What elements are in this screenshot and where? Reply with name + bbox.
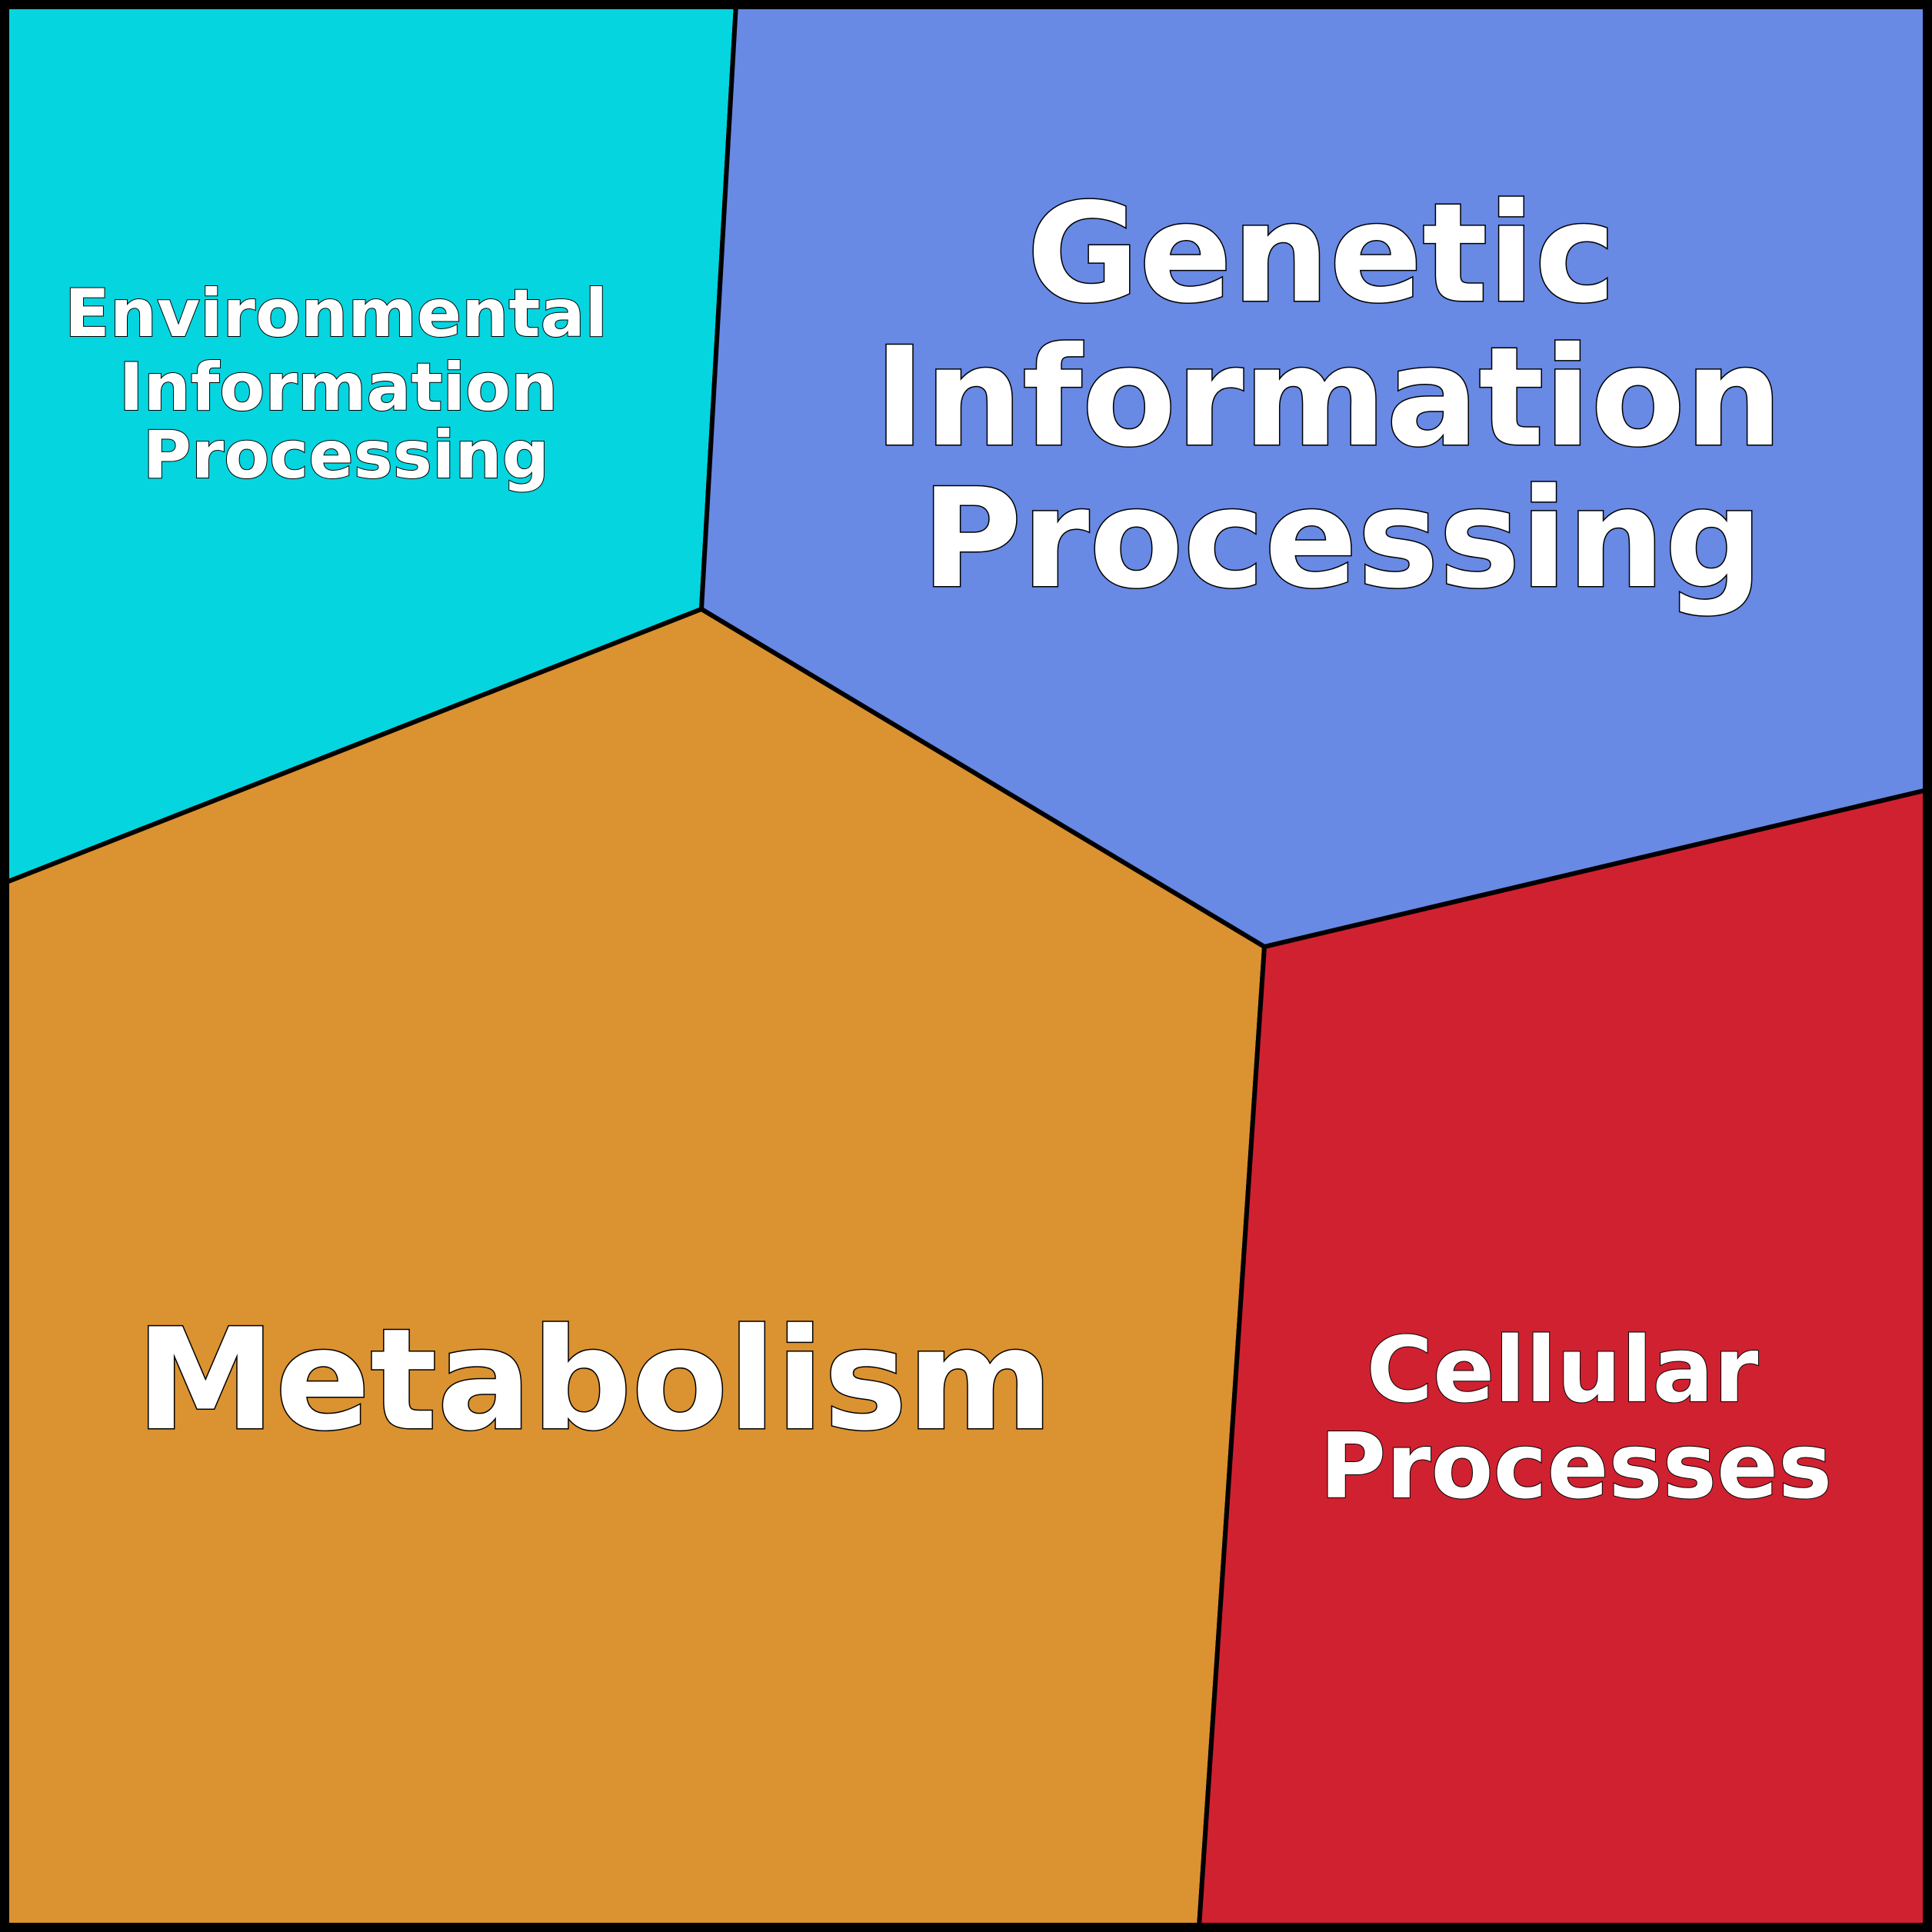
- label-cellular-processes: Cellular Processes: [1320, 1317, 1832, 1519]
- label-line: Processes: [1320, 1413, 1832, 1519]
- label-line: Cellular: [1367, 1317, 1759, 1423]
- label-line: Metabolism: [136, 1298, 1053, 1461]
- label-metabolism: Metabolism: [136, 1298, 1053, 1461]
- label-environmental-information-processing: Environmental Information Processing: [65, 275, 631, 494]
- label-line: Genetic: [1027, 174, 1616, 333]
- label-line: Environmental: [65, 275, 608, 352]
- label-line: Information: [874, 318, 1782, 477]
- label-line: Information: [119, 349, 558, 426]
- label-line: Processing: [921, 459, 1763, 618]
- label-genetic-information-processing: Genetic Information Processing: [874, 174, 1830, 618]
- label-line: Processing: [143, 417, 549, 494]
